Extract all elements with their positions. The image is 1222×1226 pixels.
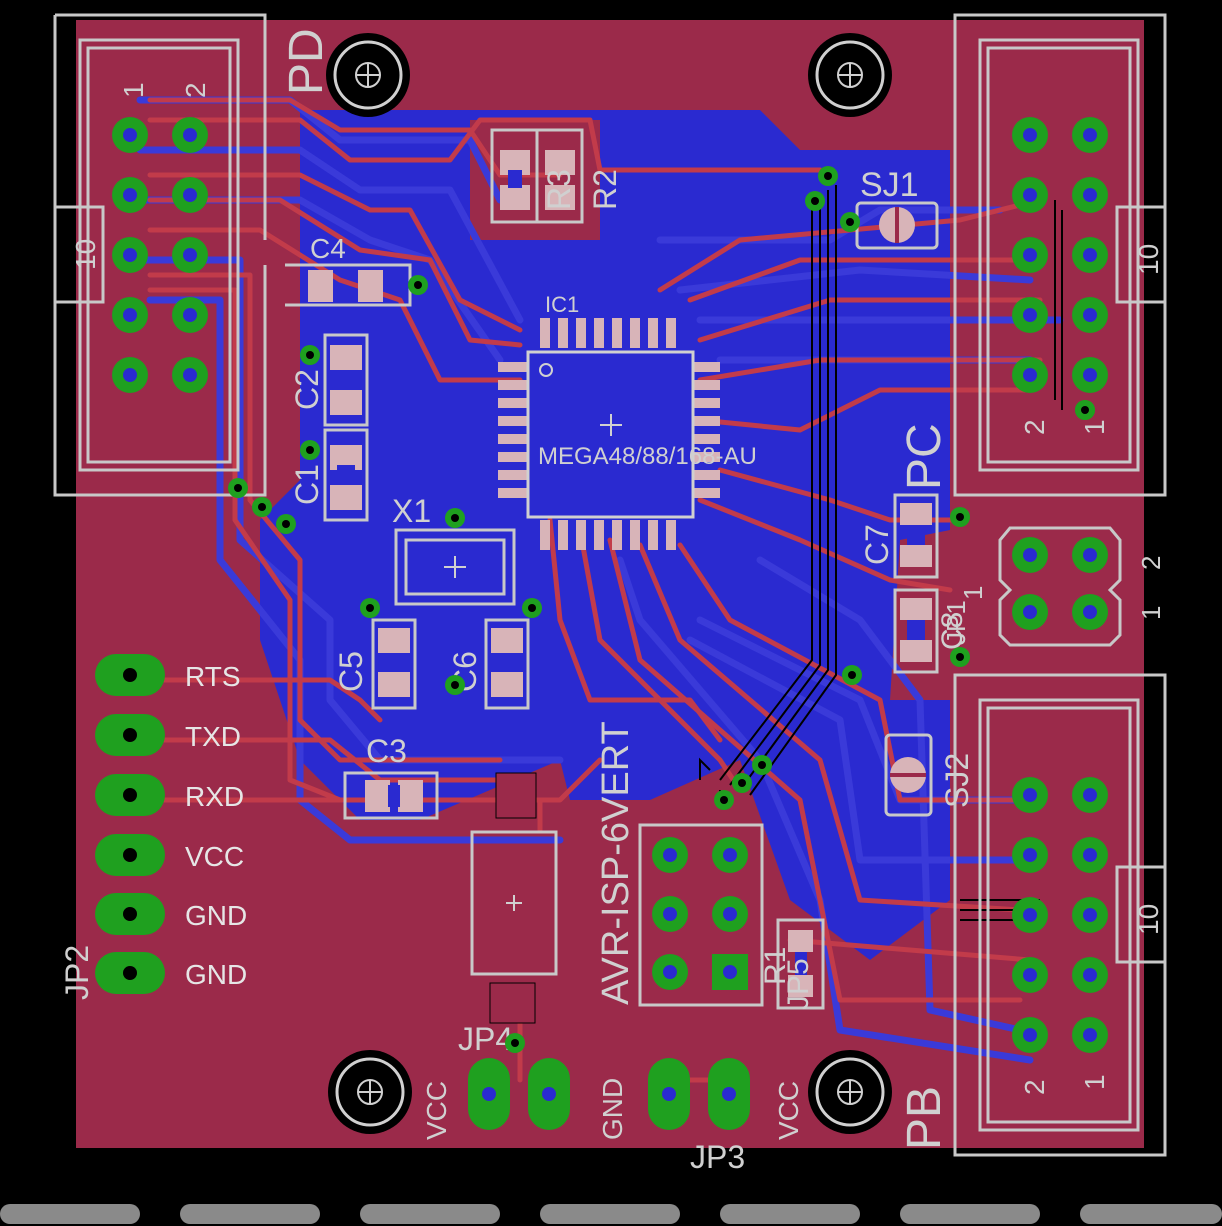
jp2-pin-rxd: RXD (185, 781, 244, 812)
c3-capacitor: C3 (343, 733, 439, 820)
jp2-pin-rts: RTS (185, 661, 241, 692)
sj1-jumper: SJ1 (855, 166, 939, 250)
pd-pin10-label: 10 (70, 239, 101, 270)
ic1-chip: IC1 MEGA48/88/168-AU (498, 292, 757, 550)
jp4-vcc-label: VCC (421, 1081, 452, 1140)
pd-pin2-label: 2 (180, 82, 211, 98)
c6-capacitor: C6 (447, 618, 530, 710)
mounting-hole-bottom-right (808, 1050, 892, 1134)
jp1-pin2-label: 2 (1136, 556, 1166, 570)
pb-pin1-label: 1 (1079, 1074, 1110, 1090)
c7-ref: C7 (859, 524, 895, 565)
ic1-ref: IC1 (545, 292, 579, 317)
pb-label: PB (898, 1086, 951, 1150)
c3-ref: C3 (366, 733, 407, 769)
pb-pin2-label: 2 (1019, 1079, 1050, 1095)
c4-capacitor: C4 (285, 233, 412, 307)
x1-ref: X1 (392, 493, 431, 529)
c1-capacitor: C1 (289, 428, 369, 522)
jp2-ref: JP2 (59, 945, 95, 1000)
sj2-jumper: SJ2 (884, 733, 975, 817)
pc-pin1-label: 1 (1079, 419, 1110, 435)
mounting-hole-bottom-left (328, 1050, 412, 1134)
jp1-pin1-label: 1 (1136, 606, 1166, 620)
mounting-hole-top-right (808, 33, 892, 117)
jp1-ref: JP1 (941, 600, 971, 645)
pc-pins (1012, 117, 1108, 420)
jp3-vcc-label: VCC (773, 1081, 804, 1140)
jp2-serial-header: RTS TXD RXD VCC GND GND JP2 (59, 654, 247, 1000)
sj1-ref: SJ1 (860, 166, 919, 204)
c8-ref: C8 (936, 612, 969, 650)
bottom-dashed-strip (0, 1204, 1222, 1224)
jp2-pin-txd: TXD (185, 721, 241, 752)
jp3-ref: JP3 (690, 1139, 745, 1175)
pc-pin2-label: 2 (1019, 419, 1050, 435)
r1-ref: R1 (759, 947, 792, 985)
c5-ref: C5 (333, 651, 369, 692)
isp-header: AVR-ISP-6VERT (595, 721, 764, 1007)
c1-ref: C1 (289, 464, 325, 505)
isp-ref: AVR-ISP-6VERT (595, 721, 637, 1005)
c2-ref: C2 (289, 369, 325, 410)
pc-connector: PC 2 1 10 (898, 13, 1167, 497)
r1-jp5: R1 JP5 (759, 918, 825, 1010)
mounting-hole-top-left (326, 33, 410, 117)
pc-pin10-label: 10 (1133, 244, 1164, 275)
c5-capacitor: C5 (333, 618, 417, 710)
ic1-value: MEGA48/88/168-AU (538, 443, 757, 470)
c2-capacitor: C2 (289, 333, 369, 427)
pb-connector: PB 2 1 10 (898, 673, 1167, 1157)
pd-connector: PD 1 2 10 (53, 13, 333, 497)
jp4-ref: JP4 (458, 1021, 513, 1057)
pd-pins (112, 117, 208, 393)
pb-pin10-label: 10 (1133, 904, 1164, 935)
jp2-pin-gnd-2: GND (185, 959, 247, 990)
jp4-header: JP4 VCC (421, 1021, 570, 1140)
jp5-ref: JP5 (782, 958, 815, 1010)
jp3-header: JP3 GND VCC (597, 1058, 804, 1175)
vias (228, 166, 1095, 1053)
r3-ref: R3 (541, 169, 577, 210)
sj2-ref: SJ2 (939, 753, 975, 808)
power-pads (470, 772, 558, 1024)
mounting-holes (326, 33, 892, 1134)
x1-crystal: X1 (392, 493, 516, 606)
pc-label: PC (898, 423, 951, 490)
jp2-pin-vcc: VCC (185, 841, 244, 872)
jp1-pin1-label-left: 1 (958, 586, 988, 600)
jp3-gnd-label: GND (597, 1078, 628, 1140)
c8-capacitor: C8 (893, 588, 969, 674)
pd-pin1-label: 1 (118, 82, 149, 98)
r2-r3-resistors: R3 R2 (490, 128, 623, 224)
pb-pins (1012, 777, 1108, 1053)
pd-label: PD (280, 28, 333, 95)
jp2-pin-gnd-1: GND (185, 900, 247, 931)
c7-capacitor: C7 (859, 493, 939, 579)
r2-ref: R2 (587, 169, 623, 210)
c4-ref: C4 (310, 233, 346, 264)
jp1-header: 2 1 1 JP1 (941, 526, 1166, 647)
